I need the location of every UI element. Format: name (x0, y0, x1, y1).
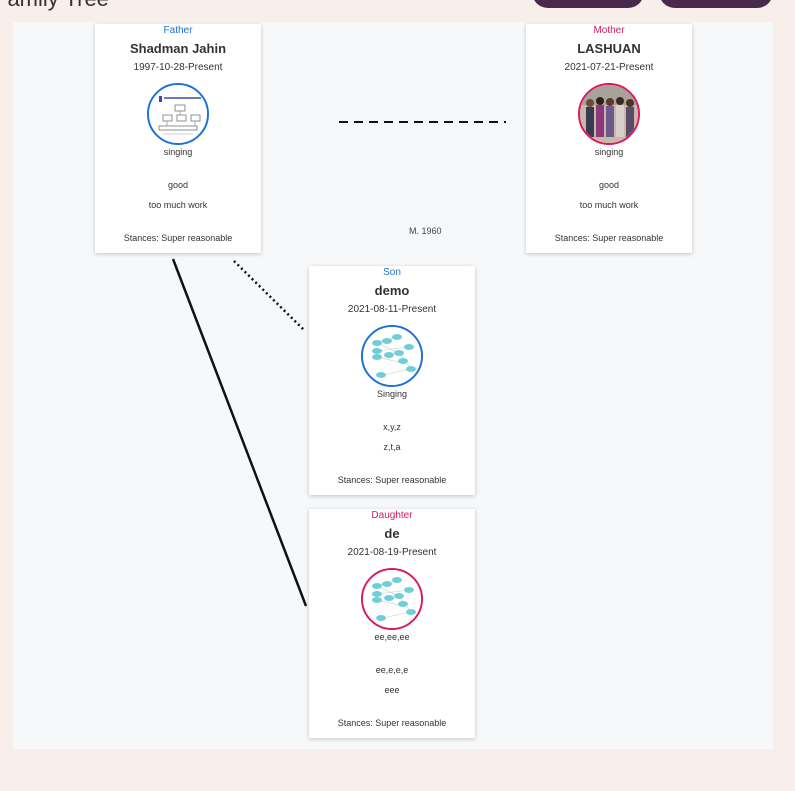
person-hobby: ee,ee,ee (374, 632, 410, 642)
person-stance: Stances: Super reasonable (554, 233, 664, 243)
role-label: Father (163, 25, 193, 36)
role-label: Daughter (371, 510, 413, 521)
person-name: demo (374, 283, 410, 298)
person-trait-1: good (598, 180, 620, 190)
person-trait-2: z,t,a (383, 442, 401, 452)
marriage-label: M. 1960 (409, 226, 442, 236)
person-card-daughter[interactable]: Daughter de 2021-08-19-Present ee,ee,ee … (309, 509, 475, 738)
role-label: Son (383, 267, 401, 278)
role-label: Mother (593, 25, 625, 36)
avatar (147, 83, 209, 145)
person-dates: 2021-07-21-Present (564, 62, 654, 73)
page-title: Family Tree (0, 0, 109, 12)
group-photo-icon (580, 85, 638, 143)
person-dates: 2021-08-19-Present (347, 547, 437, 558)
person-hobby: Singing (376, 389, 408, 399)
person-card-son[interactable]: Son demo 2021-08-11-Present Singing x,y,… (309, 266, 475, 495)
person-stance: Stances: Super reasonable (123, 233, 233, 243)
person-trait-1: good (167, 180, 189, 190)
person-name: de (384, 526, 400, 541)
network-diagram-icon (363, 327, 421, 385)
person-trait-2: eee (384, 685, 400, 695)
person-card-father[interactable]: Father Shadman Jahin 1997-10-28-Present … (95, 24, 261, 253)
person-name: LASHUAN (577, 41, 641, 56)
header-button-2[interactable] (659, 0, 773, 8)
person-trait-2: too much work (148, 200, 208, 210)
avatar (361, 568, 423, 630)
person-trait-1: ee,e,e,e (375, 665, 409, 675)
person-card-mother[interactable]: Mother LASHUAN 2021-07-21-Present singin… (526, 24, 692, 253)
avatar (578, 83, 640, 145)
person-hobby: singing (594, 147, 624, 157)
network-diagram-icon (363, 570, 421, 628)
person-trait-2: too much work (579, 200, 639, 210)
header-button-1[interactable] (532, 0, 644, 8)
person-dates: 2021-08-11-Present (347, 304, 437, 315)
person-hobby: singing (163, 147, 193, 157)
person-dates: 1997-10-28-Present (133, 62, 223, 73)
person-stance: Stances: Super reasonable (337, 475, 447, 485)
avatar (361, 325, 423, 387)
diagram-thumbnail-icon (149, 85, 207, 143)
person-name: Shadman Jahin (129, 41, 227, 56)
person-stance: Stances: Super reasonable (337, 718, 447, 728)
person-trait-1: x,y,z (383, 422, 401, 432)
